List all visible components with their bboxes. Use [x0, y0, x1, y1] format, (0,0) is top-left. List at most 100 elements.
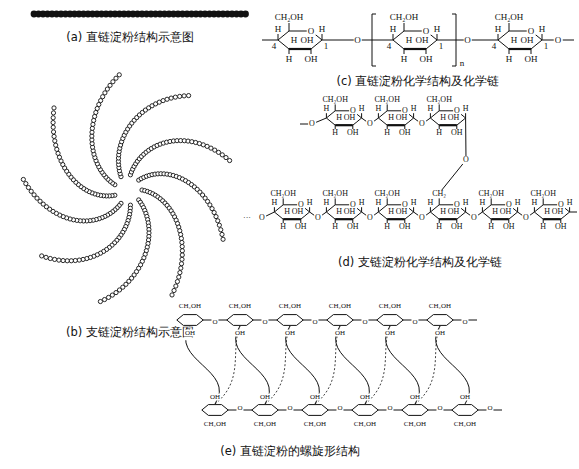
- caption: (d) 支链淀粉化学结构及化学链: [336, 256, 504, 270]
- bond-line: [430, 113, 431, 118]
- glucose-bead: [48, 256, 52, 260]
- chem-label: H: [318, 25, 327, 34]
- bond-line: [437, 34, 438, 40]
- chem-label: OH: [309, 394, 321, 401]
- bond-line: [262, 40, 278, 41]
- bond-line: [378, 113, 379, 118]
- chem-label: H: [375, 105, 383, 113]
- glucose-bead: [180, 257, 184, 261]
- chem-label: CH₂OH: [378, 303, 402, 310]
- position-number: 1: [323, 42, 330, 51]
- bond-line: [361, 113, 362, 118]
- helix-strand: [436, 326, 470, 404]
- chem-label: H: [427, 199, 435, 207]
- bond-line: [311, 49, 312, 54]
- glucose-bead: [180, 249, 184, 253]
- bond-line: [335, 104, 336, 110]
- glucose-bead: [51, 130, 55, 134]
- chem-label: H: [410, 105, 418, 113]
- bond-line: [289, 49, 290, 54]
- glucose-bead: [177, 275, 181, 279]
- chem-label: H: [510, 36, 519, 45]
- chem-label: OH: [334, 330, 346, 337]
- glucose-ring: [252, 405, 278, 416]
- glucose-bead: [57, 258, 61, 262]
- glucose-bead: [61, 258, 65, 262]
- chem-label: CH₂OH: [274, 13, 305, 22]
- glucose-bead: [180, 244, 184, 248]
- chem-label: O: [527, 27, 536, 36]
- chem-label: OH: [384, 330, 396, 337]
- chem-label: OH: [294, 223, 308, 231]
- helix-strand: [415, 326, 440, 404]
- chem-label: OH: [234, 330, 246, 337]
- chem-label: H: [358, 105, 366, 113]
- chem-label: H: [433, 25, 442, 34]
- chem-label: OH: [304, 55, 319, 64]
- glucose-bead: [117, 73, 121, 77]
- bracket: [452, 14, 456, 66]
- glucose-ring: [352, 405, 378, 416]
- chem-label: H: [538, 25, 547, 34]
- chem-label: H: [285, 55, 294, 64]
- chem-label: O: [462, 156, 470, 164]
- glucose-bead: [98, 299, 102, 303]
- bond-line: [326, 113, 327, 118]
- position-number: 1: [543, 42, 550, 51]
- glucose-bead: [165, 97, 169, 101]
- glucose-bead: [53, 139, 57, 143]
- chem-label: CH₂OH: [425, 96, 452, 104]
- bracket: [372, 14, 376, 66]
- chem-label: H: [410, 199, 418, 207]
- chem-label: OH: [450, 129, 464, 137]
- glucose-ring-front: [491, 218, 509, 220]
- glucose-ring: [327, 315, 353, 326]
- chem-label: O: [461, 319, 468, 326]
- chem-label: O: [286, 405, 293, 412]
- glucose-bead: [173, 95, 177, 99]
- glucose-ring: [377, 315, 403, 326]
- chem-label: H: [479, 199, 487, 207]
- chem-label: CH₂OH: [389, 13, 420, 22]
- chem-label: CH₂OH: [494, 13, 525, 22]
- glucose-bead: [169, 96, 173, 100]
- bond-line: [361, 207, 362, 212]
- glucose-ring-front: [543, 218, 561, 220]
- chem-label: OH: [459, 394, 471, 401]
- glucose-bead: [242, 11, 249, 18]
- chem-label: H: [271, 199, 279, 207]
- glucose-bead: [111, 80, 115, 84]
- glucose-bead: [179, 262, 183, 266]
- bond-line: [283, 198, 284, 204]
- chem-label: H: [383, 223, 391, 231]
- chem-label: OH: [419, 55, 434, 64]
- bond-line: [278, 34, 279, 40]
- glucose-ring: [498, 31, 542, 49]
- chem-label: H: [462, 105, 470, 113]
- glucose-ring: [427, 315, 453, 326]
- caption: (b) 支链淀粉结构示意图: [64, 326, 196, 340]
- bond-line: [326, 207, 327, 212]
- glucose-bead: [212, 210, 216, 214]
- chem-label: OH: [209, 394, 221, 401]
- chem-label: CH₂: [431, 190, 447, 198]
- glucose-ring: [393, 31, 437, 49]
- glucose-bead: [91, 122, 95, 126]
- glucose-bead: [65, 259, 69, 263]
- bond-line: [534, 207, 535, 212]
- bond-line: [404, 23, 405, 31]
- glucose-bead: [51, 120, 55, 124]
- chem-label: H: [427, 105, 435, 113]
- glucose-bead: [217, 223, 221, 227]
- bond-line: [426, 49, 427, 54]
- glucose-bead: [219, 228, 223, 232]
- chem-label: OH: [398, 223, 412, 231]
- glucose-bead: [221, 237, 225, 241]
- chem-label: O: [361, 319, 368, 326]
- chem-label: H: [531, 199, 539, 207]
- chem-label: H: [274, 25, 283, 34]
- glucose-bead: [69, 259, 73, 263]
- chem-label: O: [418, 214, 426, 222]
